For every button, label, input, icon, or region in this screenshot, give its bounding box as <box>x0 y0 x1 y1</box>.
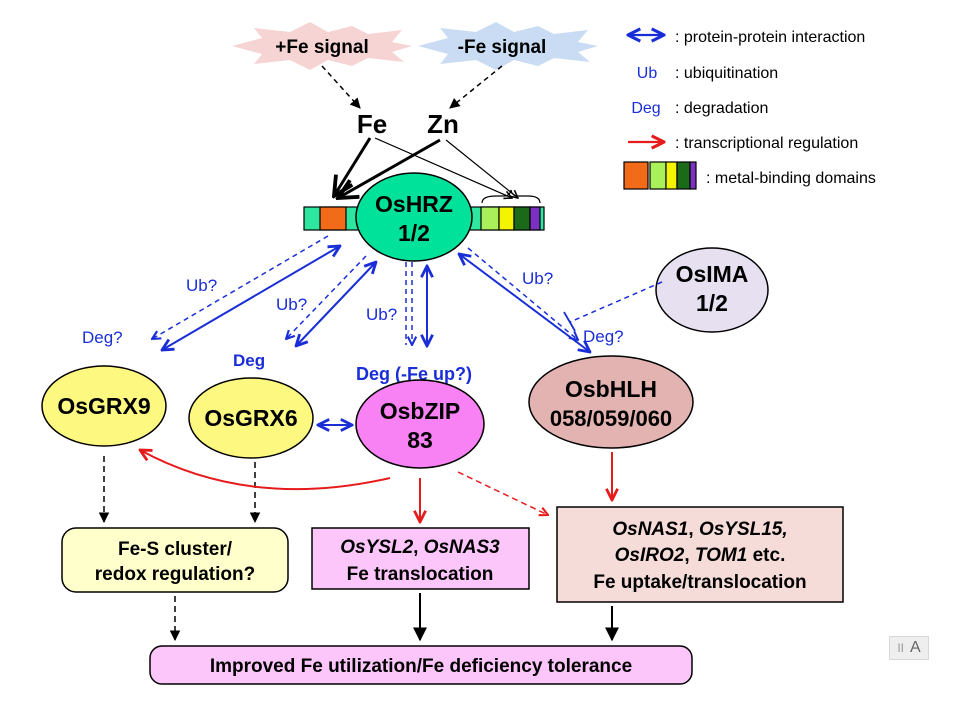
legend-ub-symbol: Ub <box>637 65 658 82</box>
legend-domain-lightgreen <box>649 161 667 190</box>
fe-to-hemerythrin-arrow <box>334 137 372 196</box>
legend-domain-green <box>676 161 691 190</box>
osgrx6-node <box>188 377 314 459</box>
fe-to-znfinger-arrow <box>374 137 512 198</box>
gene-osnas1: OsNAS1 <box>612 519 688 540</box>
znfinger-domain-yellow <box>498 206 515 231</box>
gene-osnas3: OsNAS3 <box>424 537 500 558</box>
deg-grx6-label: Deg <box>233 351 265 370</box>
legend-domain-purple <box>689 161 697 190</box>
ub-bhlh-label: Ub? <box>522 269 553 288</box>
oshrz-label-1: OsHRZ <box>375 191 453 217</box>
fes-cluster-label-1: Fe-S cluster/ <box>118 539 233 560</box>
legend-ppi-text: : protein-protein interaction <box>675 29 865 46</box>
legend-deg-symbol: Deg <box>631 100 660 117</box>
gene-osiro2: OsIRO2 <box>615 545 685 566</box>
plus-fe-to-fe-arrow <box>321 65 361 109</box>
badge-label: A <box>910 639 921 656</box>
oshrz-node <box>355 172 473 262</box>
znfinger-domain-lightgreen <box>480 206 500 231</box>
gene-osysl2: OsYSL2 <box>340 537 413 558</box>
osgrx9-label: OsGRX9 <box>57 393 150 419</box>
legend-tr-text: : transcriptional regulation <box>675 135 858 152</box>
osbzip-label-1: OsbZIP <box>380 398 461 424</box>
fe-label: Fe <box>357 109 387 139</box>
osgrx9-node <box>41 365 167 447</box>
plus-fe-signal-label: +Fe signal <box>275 37 368 58</box>
gene-etc: etc. <box>747 545 785 566</box>
bzip-to-bhlh-targets-regulation <box>457 471 548 515</box>
outcome-label: Improved Fe utilization/Fe deficiency to… <box>210 656 632 677</box>
gene-separator-2: , <box>684 545 695 566</box>
plus-fe-starburst <box>232 22 412 70</box>
legend-ub-text: : ubiquitination <box>675 65 778 82</box>
osbzip-node <box>355 379 485 469</box>
panel-badge: II A <box>889 636 929 660</box>
oshrz-label-2: 1/2 <box>398 220 430 246</box>
oshrz-protein: OsHRZ 1/2 <box>303 172 545 262</box>
znfinger-domain-purple <box>529 206 541 231</box>
bhlh-target-function: Fe uptake/translocation <box>593 572 806 593</box>
osima-inhibition-line <box>569 281 663 323</box>
hrz-grx9-degradation <box>152 235 329 339</box>
osbzip-label-2: 83 <box>407 427 433 453</box>
gene-osysl15: OsYSL15, <box>699 519 788 540</box>
fes-cluster-label-2: redox regulation? <box>95 564 255 585</box>
legend-domain-yellow <box>665 161 678 190</box>
minus-fe-signal-label: -Fe signal <box>458 37 547 58</box>
osima-inhibition-bar <box>563 311 576 332</box>
plus-fe-signal: +Fe signal <box>232 22 412 70</box>
bhlh-target-genes-2: OsIRO2, TOM1 etc. <box>615 545 786 566</box>
osima-label-1: OsIMA <box>676 261 749 287</box>
minus-fe-to-zn-arrow <box>449 65 503 109</box>
osima-node <box>655 247 769 333</box>
zn-to-hemerythrin-arrow <box>338 138 441 198</box>
deg-grx9-label: Deg? <box>82 328 123 347</box>
hrz-grx9-interaction <box>162 246 340 350</box>
ub-grx6-label: Ub? <box>276 295 307 314</box>
hrz-grx6-degradation <box>286 255 367 339</box>
hemerythrin-domain-orange <box>319 206 347 231</box>
gene-separator-1: , <box>688 519 699 540</box>
legend-mbd-text: : metal-binding domains <box>706 170 876 187</box>
zn-to-znfinger-arrow <box>445 139 518 198</box>
osbhlh-label-1: OsbHLH <box>565 376 657 402</box>
osima-label-2: 1/2 <box>696 290 728 316</box>
osbhlh-label-2: 058/059/060 <box>550 406 672 431</box>
legend-deg-text: : degradation <box>675 100 768 117</box>
bzip-target-genes: OsYSL2, OsNAS3 <box>340 537 500 558</box>
bzip-target-function: Fe translocation <box>347 564 494 585</box>
fes-cluster-box <box>61 527 289 593</box>
osgrx6-label: OsGRX6 <box>204 405 297 431</box>
badge-divider-icon: II <box>897 641 904 655</box>
deg-bzip-label: Deg (-Fe up?) <box>356 364 472 384</box>
ub-grx9-label: Ub? <box>186 276 217 295</box>
bzip-to-grx9-regulation <box>140 450 391 491</box>
znfinger-bracket <box>481 189 541 204</box>
hrz-bhlh-degradation <box>467 247 578 340</box>
deg-bhlh-label: Deg? <box>583 327 624 346</box>
znfinger-domain-green <box>513 206 531 231</box>
legend-domain-orange <box>623 161 649 190</box>
ub-bzip-label: Ub? <box>366 305 397 324</box>
legend: : protein-protein interaction Ub : ubiqu… <box>623 29 876 190</box>
zn-label: Zn <box>427 109 459 139</box>
gene-tom1: TOM1 <box>695 545 747 566</box>
bhlh-target-box <box>556 506 844 603</box>
gene-separator: , <box>413 537 424 558</box>
bhlh-target-genes-1: OsNAS1, OsYSL15, <box>612 519 787 540</box>
minus-fe-starburst <box>418 22 598 70</box>
minus-fe-signal: -Fe signal <box>418 22 598 70</box>
bzip-target-box <box>311 527 530 590</box>
osbhlh-node <box>528 355 694 449</box>
hrz-bhlh-interaction <box>459 254 590 352</box>
hrz-grx6-interaction <box>296 262 376 346</box>
outcome-box <box>149 645 693 685</box>
